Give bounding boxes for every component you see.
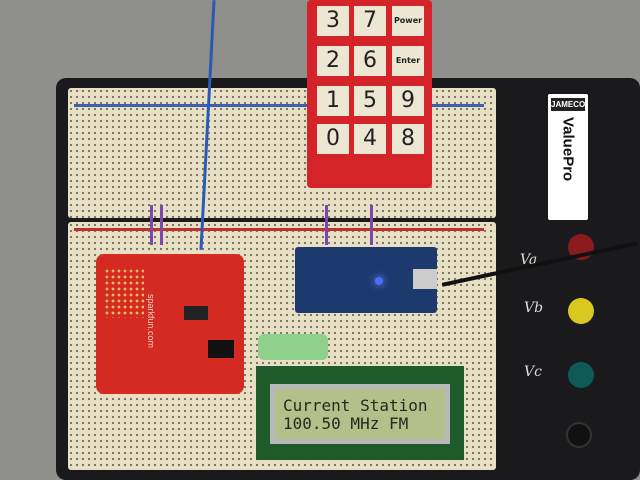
audio-jack xyxy=(208,340,234,358)
terminal-vc-label: Vc xyxy=(524,364,542,380)
terminal-post-yellow[interactable] xyxy=(568,298,594,324)
key-power[interactable]: Power xyxy=(392,6,424,36)
chip xyxy=(184,306,208,320)
status-led-icon xyxy=(375,277,383,285)
terminal-post-green[interactable] xyxy=(568,362,594,388)
key-5[interactable]: 5 xyxy=(354,86,386,116)
key-4[interactable]: 4 xyxy=(354,124,386,154)
proto-area xyxy=(104,268,144,318)
keypad: 3 7 Power 2 6 Enter 1 5 9 0 4 8 xyxy=(307,0,432,188)
key-9[interactable]: 9 xyxy=(392,86,424,116)
lcd-line-2: 100.50 MHz FM xyxy=(283,414,409,433)
sparkfun-shield: sparkfun.com xyxy=(96,254,244,394)
audio-cable-plug[interactable] xyxy=(258,334,328,360)
purple-wire xyxy=(370,205,373,245)
key-enter[interactable]: Enter xyxy=(392,46,424,76)
key-3[interactable]: 3 xyxy=(317,6,349,36)
mbed-microcontroller xyxy=(295,247,437,313)
key-0[interactable]: 0 xyxy=(317,124,349,154)
purple-wire xyxy=(325,205,328,245)
product-name: ValuePro xyxy=(559,117,577,182)
terminal-post-black[interactable] xyxy=(566,422,592,448)
lcd-screen: Current Station 100.50 MHz FM xyxy=(270,384,450,444)
key-7[interactable]: 7 xyxy=(354,6,386,36)
usb-connector xyxy=(413,269,437,289)
purple-wire xyxy=(150,205,153,245)
key-2[interactable]: 2 xyxy=(317,46,349,76)
key-1[interactable]: 1 xyxy=(317,86,349,116)
brand-label: JAMECO ValuePro xyxy=(548,94,588,220)
terminal-vb-label: Vb xyxy=(524,300,544,316)
maker-logo: JAMECO xyxy=(551,98,586,111)
key-6[interactable]: 6 xyxy=(354,46,386,76)
power-rail-red xyxy=(74,228,484,231)
key-8[interactable]: 8 xyxy=(392,124,424,154)
power-rail-blue xyxy=(74,104,484,107)
purple-wire xyxy=(160,205,163,245)
shield-label: sparkfun.com xyxy=(146,294,156,349)
lcd-line-1: Current Station xyxy=(283,396,428,415)
